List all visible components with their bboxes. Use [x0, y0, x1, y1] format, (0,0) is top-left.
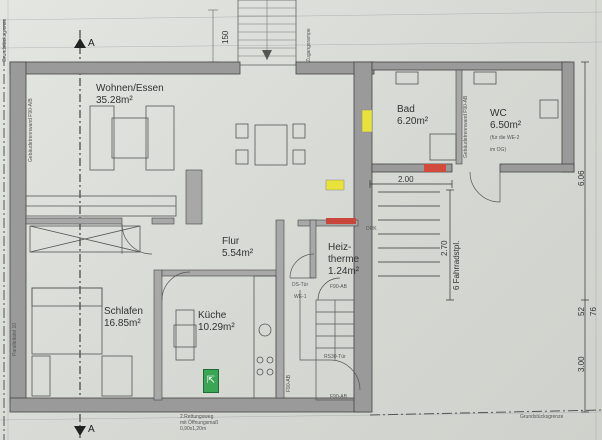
room-heiztherme: Heiz- therme 1.24m²: [328, 242, 359, 278]
dimension-150: 150: [221, 30, 230, 44]
room-name: Bad: [397, 104, 415, 115]
annotation-drk: DRK: [366, 226, 377, 232]
room-name: Heiz-: [328, 242, 352, 253]
room-name: Flur: [222, 236, 240, 247]
annotation-rettungsweg-2: mit Öffnungsmaß: [180, 420, 219, 426]
room-name: WC: [490, 108, 507, 119]
annotation-rs30: RS30-Tür: [324, 354, 346, 360]
interior-walls: [25, 69, 463, 401]
annotation-f90ab-2: F90-AB: [286, 375, 292, 392]
exterior-walls: [9, 61, 575, 413]
section-label-bottom: A: [88, 424, 95, 435]
room-name: Schlafen: [104, 306, 143, 317]
annotation-gebaeudetrennwand-right: Gebäudetrennwand F90-AB: [463, 95, 469, 158]
room-name: therme: [328, 254, 360, 265]
room-area: 16.85m²: [104, 318, 141, 329]
room-flur: Flur 5.54m²: [222, 236, 253, 260]
room-schlafen: Schlafen 16.85m²: [104, 306, 143, 330]
room-area: 10.29m²: [198, 322, 235, 333]
section-label-top: A: [88, 38, 95, 49]
dimension-300: 3.00: [577, 356, 586, 372]
room-note: (für die WE-2: [490, 135, 520, 141]
annotation-parallelaufschlag: Paralleltafel 10: [12, 322, 18, 356]
entrance-stairs: [208, 0, 297, 66]
annotation-grundstuecksgrenze-bottom: Grundstücksgrenze: [520, 414, 564, 420]
emergency-exit-sign-icon: ⇱: [203, 369, 219, 393]
section-line: [74, 30, 86, 440]
annotation-rettungsweg: 2.Rettungsweg: [180, 414, 214, 420]
room-wohnen-essen: Wohnen/Essen 35.28m²: [96, 83, 164, 107]
bicycle-parking: [378, 191, 440, 277]
annotation-f90ab-3: F90-AB: [330, 394, 347, 400]
room-area: 1.24m²: [328, 266, 360, 277]
dimension-200: 2.00: [398, 175, 414, 184]
annotation-f90ab-1: F90-AB: [330, 284, 347, 290]
room-name: Wohnen/Essen: [96, 83, 164, 94]
dimension-52: 52: [577, 307, 586, 316]
annotation-ds-tuer: DS-Tür: [292, 282, 309, 288]
room-note: im OG): [490, 147, 507, 153]
annotation-we1: WE-1: [294, 294, 307, 300]
room-bad: Bad 6.20m²: [397, 104, 428, 128]
furniture: [25, 71, 559, 399]
annotation-grundstuecksgrenze-left: Grundstücksgrenze: [2, 18, 8, 62]
room-wc: WC 6.50m² (für die WE-2 im OG): [490, 108, 521, 156]
annotation-fahrradstellplaetze: 6 Fahrradstpl.: [452, 240, 461, 290]
property-line: [3, 20, 602, 440]
room-area: 35.28m²: [96, 95, 133, 106]
door-swings: [121, 171, 501, 391]
annotation-gebaeudetrennwand-left: Gebäudetrennwand F90-A/B: [28, 98, 34, 162]
room-area: 5.54m²: [222, 248, 254, 259]
annotation-rettungsweg-3: 0,90x1,20m: [180, 426, 207, 432]
room-area: 6.20m²: [397, 116, 429, 127]
room-area: 6.50m²: [490, 120, 522, 131]
room-name: Küche: [198, 310, 227, 321]
window-markers: [325, 109, 446, 224]
staircase-interior: [299, 290, 355, 401]
dimension-76: 76: [589, 307, 598, 316]
dimension-lines: [369, 61, 589, 413]
room-kueche: Küche 10.29m²: [198, 310, 235, 334]
annotation-zugangsrampe: Zugangsrampe: [306, 28, 312, 62]
dimension-606: 6.06: [577, 170, 586, 186]
dimension-270: 2.70: [440, 240, 449, 256]
